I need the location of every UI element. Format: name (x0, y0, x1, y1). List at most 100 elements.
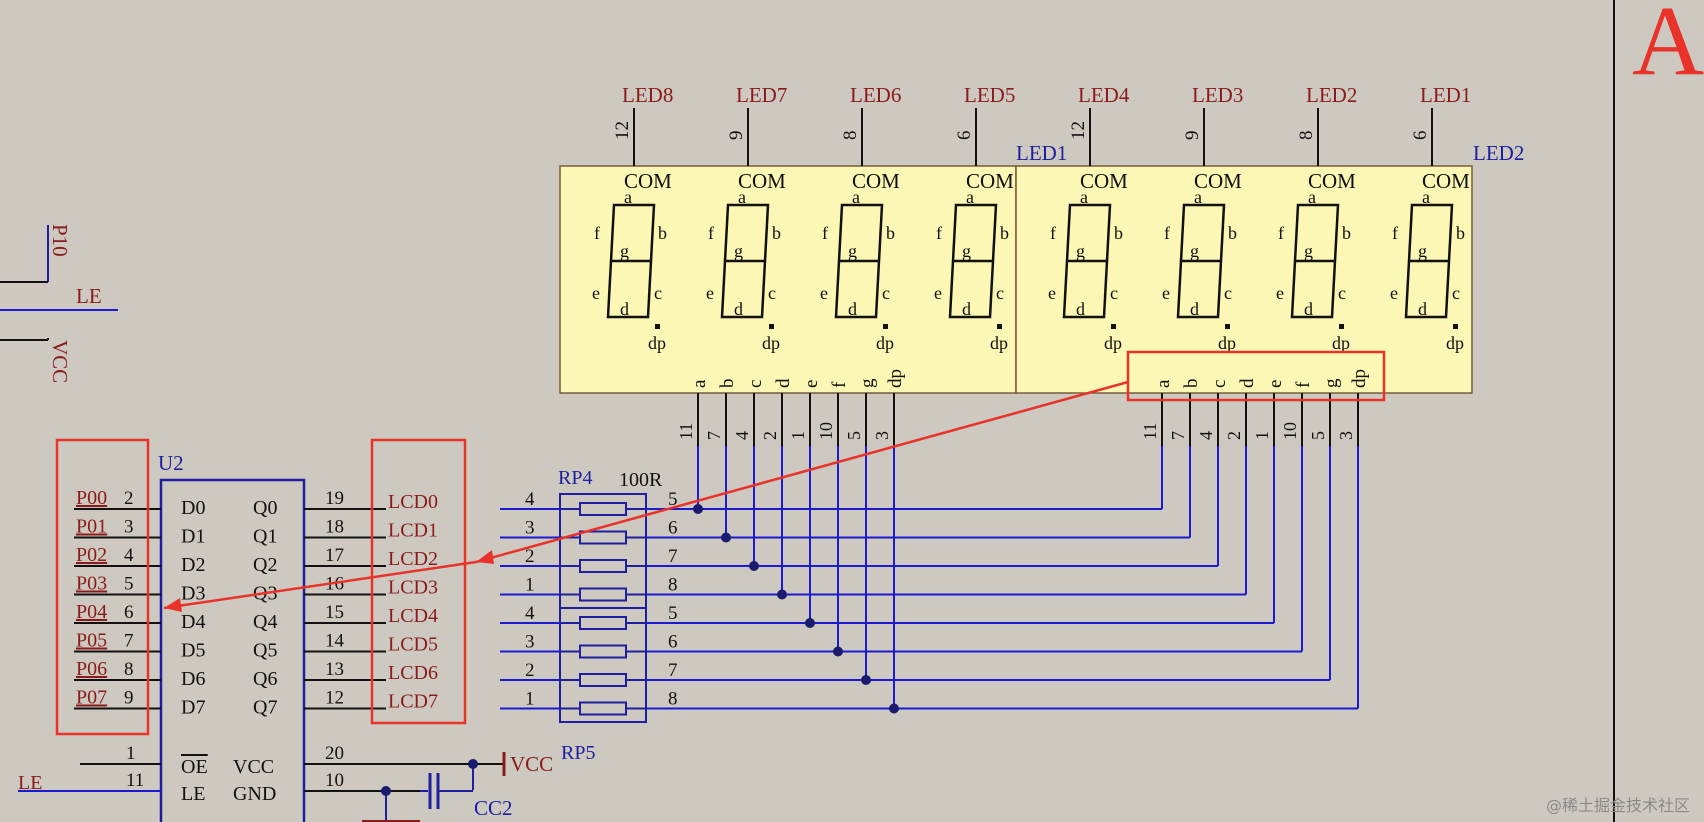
seg-pin-label-led2-f: f (1293, 381, 1314, 388)
seg-label-a-led4: a (1080, 187, 1088, 207)
segment-figure-led8 (606, 203, 656, 319)
com-text-led2: COM (1308, 169, 1356, 193)
seg-label-b-led2: b (1342, 223, 1351, 243)
u2-net-lcd0: LCD0 (388, 491, 438, 513)
net-label-le-left: LE (76, 284, 102, 308)
seg-pin-number-led2-c: 4 (1196, 431, 1216, 440)
seg-pin-label-led2-g: g (1321, 378, 1342, 388)
u2-pin-name-d3: D3 (181, 583, 205, 605)
rp4-resistor-3 (579, 587, 627, 602)
rp5-pin-right-6: 6 (668, 632, 678, 653)
u2-left-pin-num-d6: 8 (124, 659, 134, 680)
seg-pin-label-led2-dp: dp (1349, 369, 1370, 388)
u2-net-p02: P02 (76, 544, 107, 566)
seg-label-dp-led8: dp (648, 333, 666, 353)
seg-label-dp-led6: dp (876, 333, 894, 353)
u2-right-pin-num-q1: 18 (325, 517, 344, 538)
junction-6 (861, 675, 871, 685)
seg-label-g-led3: g (1190, 241, 1199, 261)
seg-label-e-led2: e (1276, 283, 1284, 303)
rp4-resistor-2 (579, 559, 627, 573)
seg-pin-number-led2-f: 10 (1280, 422, 1300, 440)
seg-label-b-led1: b (1456, 223, 1465, 243)
seg-pin-number-led2-b: 7 (1168, 431, 1188, 440)
com-pin-number-led2: 8 (1296, 131, 1317, 141)
seg-label-dp-led2: dp (1332, 333, 1350, 353)
u2-ctrl-left-num-oe: 1 (126, 743, 136, 764)
arrow-line-lcd-to-port (163, 560, 477, 610)
seg-pin-label-led1-e: e (801, 380, 822, 388)
seg-label-a-led5: a (966, 187, 974, 207)
u2-right-pin-num-q0: 19 (325, 488, 344, 509)
rp4-pin-right-8: 8 (668, 575, 678, 596)
dp-dot-led2 (1339, 324, 1344, 329)
com-text-led8: COM (624, 169, 672, 193)
dp-dot-led3 (1225, 324, 1230, 329)
u2-pin-name-q1: Q1 (253, 526, 277, 548)
u2-right-pin-num-q2: 17 (325, 545, 344, 566)
junction-7 (889, 703, 899, 714)
vcc-junction (468, 759, 478, 769)
rp4-body (559, 493, 647, 609)
u2-net-le: LE (18, 772, 42, 794)
highlight-box-p0-port (55, 438, 150, 736)
rp4-ref: RP4 (558, 467, 592, 489)
seg-pin-number-led2-a: 11 (1140, 423, 1160, 440)
seg-label-a-led2: a (1308, 187, 1316, 207)
gnd-junction (381, 786, 391, 796)
seg-label-b-led6: b (886, 223, 895, 243)
seg-pin-number-led2-dp: 3 (1336, 431, 1356, 440)
com-pin-number-led4: 12 (1068, 121, 1089, 140)
u2-pin-name-d7: D7 (181, 697, 205, 719)
arrow-line-segments-to-lcd (475, 380, 1129, 564)
seg-pin-number-led1-b: 7 (704, 431, 724, 440)
rp5-pin-left-4: 4 (525, 603, 535, 624)
digit-label-led7: LED7 (736, 83, 787, 107)
junction-1 (721, 532, 731, 543)
u2-left-pin-num-d4: 6 (124, 602, 134, 623)
u2-pin-name-q0: Q0 (253, 497, 277, 519)
u2-net-lcd4: LCD4 (388, 605, 438, 627)
com-text-led7: COM (738, 169, 786, 193)
seg-label-g-led4: g (1076, 241, 1085, 261)
u2-ctrl-right-num-gnd: 10 (325, 770, 344, 791)
rp5-pin-left-3: 3 (525, 632, 535, 653)
seg-pin-label-led1-f: f (829, 381, 850, 388)
seg-label-d-led8: d (620, 299, 629, 319)
u2-pin-name-q2: Q2 (253, 554, 277, 576)
watermark: @稀土掘金技术社区 (1545, 796, 1690, 815)
seg-label-a-led1: a (1422, 187, 1430, 207)
seg-label-e-led3: e (1162, 283, 1170, 303)
u2-body (159, 478, 306, 822)
rp5-resistor-0 (579, 616, 627, 630)
u2-right-pin-num-q7: 12 (325, 688, 344, 709)
display-ref-led2: LED2 (1473, 141, 1524, 165)
rp5-pin-left-2: 2 (525, 660, 535, 681)
seg-label-c-led2: c (1338, 283, 1346, 303)
rp4-pin-right-6: 6 (668, 518, 678, 539)
seg-pin-number-led2-g: 5 (1308, 431, 1328, 440)
dp-dot-led1 (1453, 324, 1458, 329)
seg-label-a-led7: a (738, 187, 746, 207)
seg-label-g-led7: g (734, 241, 743, 261)
rp4-pin-right-7: 7 (668, 546, 678, 567)
u2-net-lcd7: LCD7 (388, 691, 438, 713)
rp5-pin-right-8: 8 (668, 689, 678, 710)
com-text-led3: COM (1194, 169, 1242, 193)
u2-pin-name-d6: D6 (181, 668, 205, 690)
seg-label-c-led5: c (996, 283, 1004, 303)
seg-label-a-led3: a (1194, 187, 1202, 207)
u2-pin-name-vcc: VCC (233, 756, 274, 778)
u2-right-pin-num-q4: 15 (325, 602, 344, 623)
rp4-resistor-0 (579, 502, 627, 516)
segment-figure-led3 (1176, 203, 1226, 319)
seg-pin-number-led1-f: 10 (816, 422, 836, 440)
seg-pin-number-led1-a: 11 (676, 423, 696, 440)
seg-label-d-led7: d (734, 299, 743, 319)
seg-label-g-led1: g (1418, 241, 1427, 261)
rp5-pin-right-5: 5 (668, 603, 678, 624)
seg-label-e-led8: e (592, 283, 600, 303)
junction-3 (777, 589, 787, 600)
digit-label-led8: LED8 (622, 83, 673, 107)
